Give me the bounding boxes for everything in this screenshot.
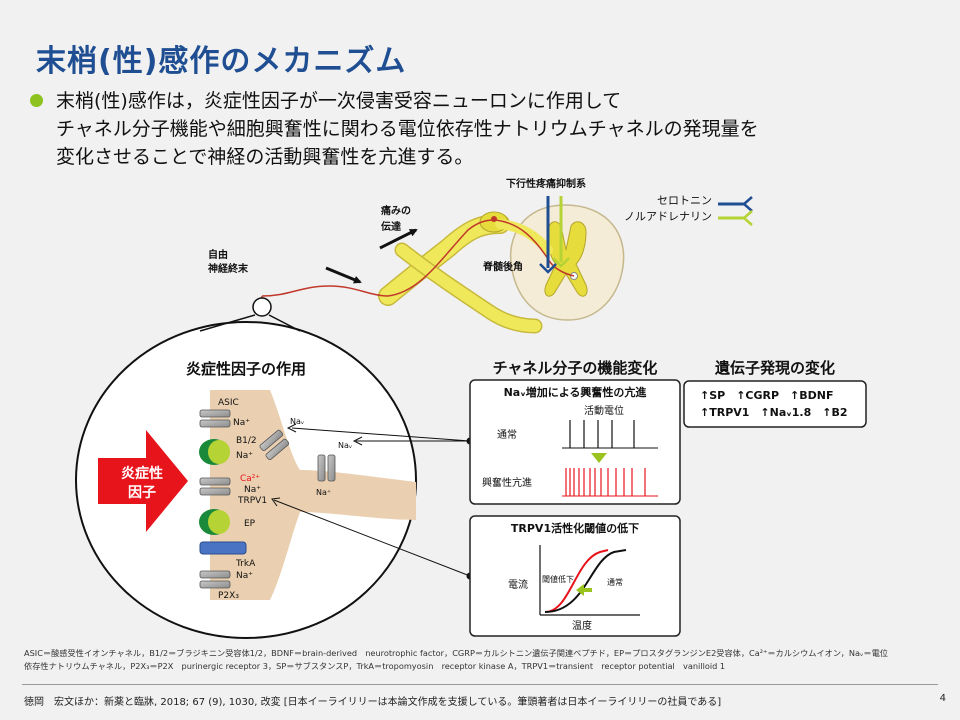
p2x3-label: P2X₃ (218, 591, 239, 601)
normal-curve-label: 通常 (607, 577, 623, 587)
trka-label: TrkA (235, 559, 256, 569)
nav-panel-title: Naᵥ増加による興奮性の亢進 (504, 385, 648, 399)
pain-transmission-label-1: 痛みの (380, 204, 411, 217)
asic-channel (199, 409, 231, 428)
gene-panel (683, 380, 867, 428)
magnify-circle (252, 297, 272, 317)
pain-transmission-label-2: 伝達 (381, 220, 401, 233)
ep-receptor (199, 509, 230, 535)
hyper-spikes (562, 468, 658, 497)
trpv1-panel (469, 515, 681, 637)
trka-na-label: Na⁺ (236, 571, 253, 581)
normal-spikes (562, 420, 658, 449)
asic-na-label: Na⁺ (233, 418, 250, 428)
trpv1-na-label: Na⁺ (244, 485, 261, 495)
axon-line (261, 219, 575, 297)
current-label: 電流 (508, 578, 528, 591)
page-number: 4 (939, 693, 946, 704)
nav-label-2: Naᵥ (338, 441, 352, 450)
dorsal-horn-label: 脊髄後角 (482, 260, 523, 273)
zoom-line-right (268, 314, 301, 332)
normal-label: 通常 (497, 428, 517, 441)
free-nerve-ending-label-1: 自由 (208, 248, 228, 261)
action-potential-label: 活動電位 (584, 404, 624, 417)
trpv1-ca-label: Ca²⁺ (240, 474, 260, 484)
footer-divider (22, 684, 938, 685)
ep-label: EP (244, 519, 256, 529)
bullet-text-line-2: チャネル分子機能や細胞興奮性に関わる電位依存性ナトリウムチャネルの発現量を (56, 118, 759, 140)
noradrenaline-label: ノルアドレナリン (624, 210, 712, 223)
trpv1-channel (199, 477, 231, 496)
bullet-text-line-1: 末梢(性)感作は，炎症性因子が一次侵害受容ニューロンに作用して (56, 90, 622, 112)
nerve-terminal (210, 390, 416, 600)
trpv1-plot (539, 545, 640, 616)
zoom-line-left (199, 314, 256, 332)
gene-line-2: ↑TRPV1 ↑Naᵥ1.8 ↑B2 (700, 406, 848, 419)
inflammation-arrow-label-1: 炎症性 (121, 465, 163, 482)
nav-channel-2 (317, 454, 336, 482)
neurotransmitter-legend: セロトニン ノルアドレナリン (624, 194, 753, 226)
descending-label: 下行性疼痛抑制系 (506, 177, 586, 190)
peripheral-nerve (378, 211, 553, 334)
asic-label: ASIC (218, 398, 239, 408)
pain-arrow (379, 228, 418, 250)
trpv1-panel-title: TRPV1活性化閾値の低下 (511, 521, 639, 535)
descending-pathway (539, 196, 570, 274)
p2x3-channel (199, 570, 231, 589)
inflammation-arrow-label-2: 因子 (128, 485, 156, 501)
temperature-label: 温度 (572, 619, 592, 632)
nav-na-label: Na⁺ (316, 488, 331, 497)
abbreviation-footnote: ASIC＝酸感受性イオンチャネル，B1/2＝ブラジキニン受容体1/2，BDNF＝… (24, 647, 939, 673)
citation: 徳岡 宏文ほか：新薬と臨牀, 2018; 67 (9), 1030, 改変 [日… (24, 697, 722, 708)
bullet-dot (30, 94, 43, 107)
b12-na-label: Na⁺ (236, 451, 253, 461)
b12-receptor (199, 439, 230, 465)
nav-channel-1 (259, 429, 290, 461)
trpv1-label: TRPV1 (237, 496, 267, 506)
page-title: 末梢(性)感作のメカニズム (36, 44, 407, 79)
serotonin-label: セロトニン (657, 194, 712, 207)
nav-panel (469, 379, 681, 505)
inflammation-arrow: 炎症性 因子 (98, 430, 188, 532)
free-ending-arrow (325, 266, 362, 284)
inflammation-heading: 炎症性因子の作用 (186, 360, 306, 378)
gene-heading: 遺伝子発現の変化 (714, 359, 835, 377)
free-nerve-ending-label-2: 神経終末 (208, 262, 249, 275)
b12-label: B1/2 (236, 436, 257, 446)
hyper-label: 興奮性亢進 (482, 476, 532, 489)
gene-line-1: ↑SP ↑CGRP ↑BDNF (700, 389, 834, 402)
bullet-text-line-3: 変化させることで神経の活動興奮性を亢進する。 (56, 146, 474, 168)
abbreviation-line-2: 依存性ナトリウムチャネル，P2X₃＝P2X purinergic recepto… (24, 661, 726, 671)
nav-label-1: Naᵥ (290, 417, 304, 426)
abbreviation-line-1: ASIC＝酸感受性イオンチャネル，B1/2＝ブラジキニン受容体1/2，BDNF＝… (24, 648, 888, 658)
trka-receptor (199, 541, 247, 555)
spinal-cord (510, 204, 625, 321)
channel-heading: チャネル分子の機能変化 (493, 359, 658, 377)
change-arrow (591, 453, 607, 463)
threshold-label: 閾値低下 (542, 574, 574, 584)
